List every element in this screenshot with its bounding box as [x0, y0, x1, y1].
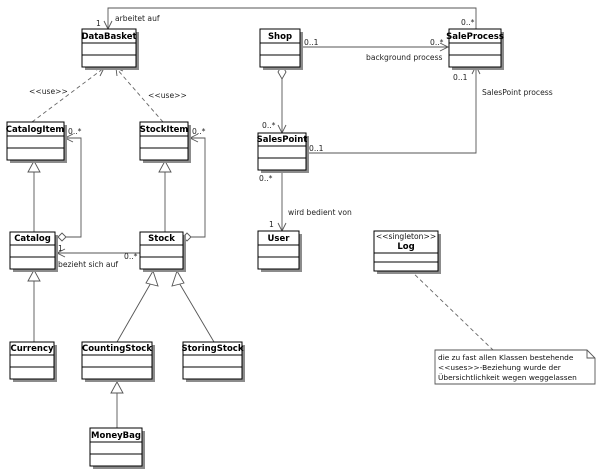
generalization-currency-catalog: [27, 269, 41, 342]
mult-stockitem: 0..*: [192, 127, 206, 136]
class-stock[interactable]: Stock: [139, 231, 186, 272]
class-storingstock[interactable]: StoringStock: [182, 341, 245, 382]
class-stock-name: Stock: [148, 234, 175, 244]
generalization-countingstock-stock: [116, 269, 159, 343]
mult-salespoint-user: 0..*: [259, 174, 273, 183]
generalization-stock-stockitem: [158, 160, 172, 232]
aggregation-shop-salespoint: [277, 64, 287, 135]
class-catalog[interactable]: Catalog: [9, 231, 58, 272]
class-saleprocess-name: SaleProcess: [446, 32, 504, 42]
label-background-process: background process: [366, 53, 443, 62]
class-countingstock[interactable]: CountingStock: [81, 341, 155, 382]
class-log[interactable]: <<singleton>> Log: [373, 230, 441, 274]
mult-catalog-1: 1: [58, 244, 63, 253]
class-shop[interactable]: Shop: [259, 28, 303, 70]
label-arbeitet-auf: arbeitet auf: [115, 14, 160, 23]
class-catalogitem[interactable]: CatalogItem: [6, 121, 67, 163]
mult-catalogitem: 0..*: [68, 127, 82, 136]
class-user-name: User: [268, 234, 291, 244]
class-databasket-name: DataBasket: [81, 32, 136, 42]
generalization-storingstock-stock: [171, 269, 215, 343]
mult-databasket-1: 1: [96, 19, 101, 28]
mult-saleprocess-bg: 0..*: [430, 38, 444, 47]
association-background-process: [301, 42, 450, 52]
class-salespoint-name: SalesPoint: [257, 135, 308, 145]
stereotype-use-right: <<use>>: [148, 91, 187, 100]
association-wird-bedient-von: [277, 172, 287, 233]
aggregation-catalog-catalogitem: [57, 133, 82, 242]
label-bezieht-sich-auf: bezieht sich auf: [58, 260, 118, 269]
association-arbeitet-auf: [103, 7, 477, 31]
note-box[interactable]: die zu fast allen Klassen bestehende <<u…: [434, 349, 596, 385]
class-currency-name: Currency: [10, 344, 54, 354]
class-user[interactable]: User: [257, 230, 302, 272]
class-databasket[interactable]: DataBasket: [81, 28, 139, 70]
class-currency[interactable]: Currency: [9, 341, 57, 382]
generalization-moneybag-countingstock: [110, 381, 124, 428]
mult-shop-bg: 0..1: [304, 38, 319, 47]
class-log-stereotype: <<singleton>>: [376, 232, 436, 241]
generalization-catalog-catalogitem: [27, 160, 41, 232]
class-stockitem[interactable]: StockItem: [139, 121, 191, 163]
class-saleprocess[interactable]: SaleProcess: [446, 28, 504, 70]
class-shop-name: Shop: [268, 32, 292, 42]
label-wird-bedient-von: wird bedient von: [288, 208, 352, 217]
note-line-2: <<uses>>-Beziehung wurde der: [438, 363, 562, 372]
class-stockitem-name: StockItem: [140, 125, 189, 135]
class-moneybag[interactable]: MoneyBag: [89, 427, 145, 469]
mult-stock-catalog: 0..*: [124, 252, 138, 261]
mult-saleprocess-arbeitet: 0..*: [461, 18, 475, 27]
class-countingstock-name: CountingStock: [82, 344, 152, 354]
class-log-name: Log: [397, 242, 414, 252]
note-line-3: Übersichtlichkeit wegen weggelassen: [438, 373, 577, 382]
stereotype-use-left: <<use>>: [29, 87, 68, 96]
note-line-1: die zu fast allen Klassen bestehende: [438, 353, 574, 362]
class-moneybag-name: MoneyBag: [91, 431, 141, 441]
mult-salespoint-process: 0..1: [309, 144, 324, 153]
class-storingstock-name: StoringStock: [182, 344, 244, 354]
mult-shop-salespoint: 0..*: [262, 121, 276, 130]
mult-saleprocess-salespoint: 0..1: [453, 73, 468, 82]
class-catalog-name: Catalog: [14, 234, 51, 244]
label-salespoint-process: SalesPoint process: [482, 88, 553, 97]
class-salespoint[interactable]: SalesPoint: [257, 132, 309, 173]
class-catalogitem-name: CatalogItem: [6, 125, 65, 135]
note-anchor-line: [409, 269, 494, 351]
mult-user-1: 1: [269, 220, 274, 229]
